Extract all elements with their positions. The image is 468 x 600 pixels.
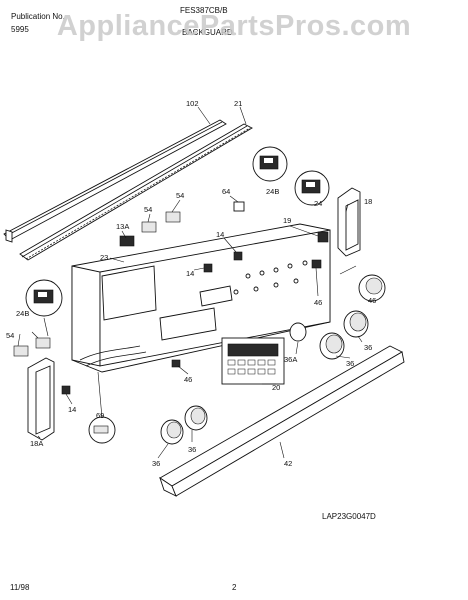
part-14-mid	[203, 263, 213, 273]
detail-circle-24b-top	[252, 146, 288, 182]
knob-36-right-b	[343, 310, 369, 338]
leader-lines	[17, 106, 363, 459]
callout-46-lower: 46	[184, 375, 192, 384]
switch-54-left-a	[13, 345, 29, 357]
callout-24b-left: 24B	[16, 309, 29, 318]
switch-54-upper-a	[141, 221, 157, 233]
callout-36-bottom-a: 36	[152, 459, 160, 468]
publication-label: Publication No.	[11, 12, 65, 21]
callout-14-mid: 14	[186, 269, 194, 278]
detail-circle-69	[88, 416, 116, 444]
part-46-connector	[311, 259, 322, 269]
part-14-upper	[233, 251, 243, 261]
side-bracket-18	[337, 187, 361, 257]
detail-circle-24	[294, 170, 330, 206]
callout-42: 42	[284, 459, 292, 468]
callout-36-bottom-b: 36	[188, 445, 196, 454]
part-64	[233, 201, 245, 212]
switch-13a	[119, 235, 135, 247]
electronic-control-20	[221, 337, 285, 385]
part-14-lower	[61, 385, 71, 395]
part-46-small	[171, 359, 181, 368]
publication-number: 5995	[11, 25, 29, 34]
callout-24: 24	[314, 199, 322, 208]
model-suffix: /B	[220, 6, 228, 15]
part-trim-102	[3, 119, 227, 243]
callout-46-mid: 46	[314, 298, 322, 307]
switch-54-left-b	[35, 337, 51, 349]
backguard-panel-23	[71, 223, 331, 373]
model-number-text: FES387CB	[180, 6, 221, 15]
knob-36a	[289, 322, 307, 342]
callout-13a: 13A	[116, 222, 129, 231]
detail-circle-24b-left	[25, 279, 63, 317]
callout-54-top-a: 54	[176, 191, 184, 200]
callout-69: 69	[96, 411, 104, 420]
knob-36-right-a	[319, 332, 345, 360]
callout-36-mid: 36	[346, 359, 354, 368]
callout-46-right: 46	[368, 296, 376, 305]
knob-36-bottom-b	[184, 405, 208, 431]
part-vent-strip-21	[19, 123, 253, 261]
callout-19: 19	[283, 216, 291, 225]
callout-labels: 102 21 64 19 18 24B 24 54 13A 14 23 14 4…	[6, 99, 376, 468]
callout-36a: 36A	[284, 355, 297, 364]
callout-54-top-b: 54	[144, 205, 152, 214]
footer-page: 2	[232, 583, 237, 592]
callout-18: 18	[364, 197, 372, 206]
callout-102: 102	[186, 99, 199, 108]
model-number: FES387CB/B	[180, 6, 228, 15]
callout-23: 23	[100, 253, 108, 262]
knob-36-bottom-a	[160, 419, 184, 445]
switch-54-upper-b	[165, 211, 181, 223]
callout-20: 20	[272, 383, 280, 392]
callout-18a: 18A	[30, 439, 43, 448]
callout-24b-top: 24B	[266, 187, 279, 196]
part-19	[317, 231, 329, 243]
callout-14-upper: 14	[216, 230, 224, 239]
callout-64: 64	[222, 187, 230, 196]
footer-date: 11/98	[10, 583, 30, 592]
side-bracket-18A	[27, 357, 55, 441]
section-title: BACKGUARD	[182, 28, 233, 37]
diagram-code: LAP23G0047D	[322, 512, 376, 521]
callout-14-lower: 14	[68, 405, 76, 414]
callout-54-left-a: 54	[6, 331, 14, 340]
wire-harness	[79, 345, 147, 367]
callout-21: 21	[234, 99, 242, 108]
callout-36-right: 36	[364, 343, 372, 352]
knob-46	[358, 274, 386, 302]
part-front-trim-42	[159, 345, 405, 497]
